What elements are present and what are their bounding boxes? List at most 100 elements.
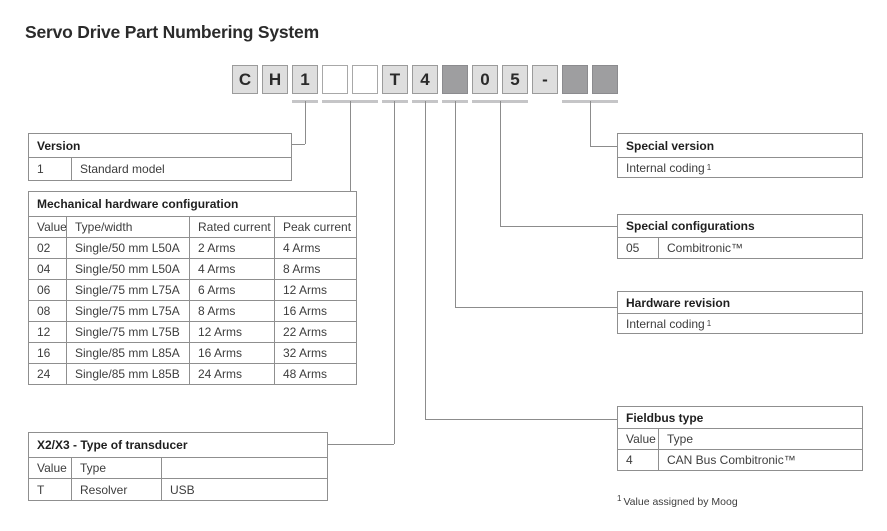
part-number-box-5	[352, 65, 378, 94]
mechanical-header-row: Value Type/width Rated current Peak curr…	[29, 216, 356, 237]
transducer-table: X2/X3 - Type of transducer Value Type T …	[28, 432, 328, 501]
cell-peak: 16 Arms	[274, 301, 356, 321]
cell-value: 04	[37, 262, 51, 276]
cell-type: Single/85 mm L85A	[66, 343, 189, 363]
cell-value: T	[37, 482, 45, 497]
version-table-title: Version	[37, 138, 81, 153]
cell-peak: 12 Arms	[274, 280, 356, 300]
cell-type: Single/85 mm L85B	[66, 364, 189, 384]
mechanical-table: Mechanical hardware configuration Value …	[28, 191, 357, 385]
cell-type: Single/75 mm L75B	[66, 322, 189, 342]
cell-peak: 22 Arms	[274, 322, 356, 342]
mechanical-row: 04 Single/50 mm L50A 4 Arms 8 Arms	[29, 258, 356, 279]
note-text: Internal coding	[626, 316, 705, 331]
part-number-box-11: -	[532, 65, 558, 94]
col-header-empty	[161, 458, 327, 478]
part-number-box-3: 1	[292, 65, 318, 94]
footnote-text: Value assigned by Moog	[623, 496, 738, 508]
footnote-ref: 1	[617, 493, 622, 503]
leader-hw-revision-v	[455, 101, 456, 307]
special-version-title: Special version	[626, 138, 715, 153]
mechanical-row: 06 Single/75 mm L75A 6 Arms 12 Arms	[29, 279, 356, 300]
col-header-value: Value	[37, 220, 66, 234]
leader-transducer-h	[328, 444, 394, 445]
cell-peak: 48 Arms	[274, 364, 356, 384]
part-number-box-9: 0	[472, 65, 498, 94]
cell-rated: 8 Arms	[189, 301, 274, 321]
cell-type: Single/75 mm L75A	[66, 301, 189, 321]
special-configs-table: Special configurations 05 Combitronic™	[617, 214, 863, 259]
cell-type: Resolver	[71, 479, 161, 500]
col-header-peak: Peak current	[274, 217, 356, 237]
cell-peak: 8 Arms	[274, 259, 356, 279]
col-header-type: Type	[658, 429, 862, 449]
mechanical-row: 08 Single/75 mm L75A 8 Arms 16 Arms	[29, 300, 356, 321]
cell-rated: 16 Arms	[189, 343, 274, 363]
leader-fieldbus-v	[425, 101, 426, 419]
col-header-type: Type/width	[66, 217, 189, 237]
hardware-revision-title: Hardware revision	[626, 295, 731, 310]
part-number-box-2: H	[262, 65, 288, 94]
version-row: 1 Standard model	[29, 157, 291, 180]
mechanical-row: 16 Single/85 mm L85A 16 Arms 32 Arms	[29, 342, 356, 363]
transducer-row: T Resolver USB	[29, 478, 327, 500]
cell-rated: 12 Arms	[189, 322, 274, 342]
cell-desc: Combitronic™	[658, 238, 862, 258]
part-number-box-8	[442, 65, 468, 94]
leader-hw-revision-h	[455, 307, 617, 308]
part-number-box-7: 4	[412, 65, 438, 94]
col-header-value: Value	[626, 432, 656, 446]
note-text: Internal coding	[626, 160, 705, 175]
part-number-box-13	[592, 65, 618, 94]
fieldbus-header-row: Value Type	[618, 428, 862, 449]
transducer-header-row: Value Type	[29, 457, 327, 478]
version-value-cell: 1	[37, 162, 44, 176]
fieldbus-table: Fieldbus type Value Type 4 CAN Bus Combi…	[617, 406, 863, 471]
part-number-box-10: 5	[502, 65, 528, 94]
cell-peak: 4 Arms	[274, 238, 356, 258]
cell-type: Single/50 mm L50A	[66, 238, 189, 258]
cell-type: Single/50 mm L50A	[66, 259, 189, 279]
leader-special-version-v	[590, 101, 591, 146]
cell-peak: 32 Arms	[274, 343, 356, 363]
part-number-box-6: T	[382, 65, 408, 94]
col-header-rated: Rated current	[189, 217, 274, 237]
cell-type: Single/75 mm L75A	[66, 280, 189, 300]
fieldbus-row: 4 CAN Bus Combitronic™	[618, 449, 862, 470]
version-table: Version 1 Standard model	[28, 133, 292, 181]
leader-version-h	[292, 144, 305, 145]
cell-rated: 2 Arms	[189, 238, 274, 258]
col-header-value: Value	[37, 461, 67, 475]
mechanical-table-title: Mechanical hardware configuration	[37, 197, 239, 211]
mechanical-row: 02 Single/50 mm L50A 2 Arms 4 Arms	[29, 237, 356, 258]
part-number-box-4	[322, 65, 348, 94]
leader-special-version-h	[590, 146, 617, 147]
page-title: Servo Drive Part Numbering System	[25, 22, 319, 42]
cell-value: 02	[37, 241, 51, 255]
special-configs-row: 05 Combitronic™	[618, 237, 862, 258]
underline-transducer	[382, 100, 408, 103]
fieldbus-table-title: Fieldbus type	[626, 410, 704, 425]
leader-transducer-v	[394, 101, 395, 444]
cell-usb: USB	[161, 479, 327, 500]
version-desc-cell: Standard model	[71, 158, 291, 180]
cell-rated: 6 Arms	[189, 280, 274, 300]
mechanical-row: 24 Single/85 mm L85B 24 Arms 48 Arms	[29, 363, 356, 384]
cell-value: 24	[37, 367, 51, 381]
cell-type: CAN Bus Combitronic™	[658, 450, 862, 470]
cell-value: 05	[626, 241, 640, 255]
cell-value: 06	[37, 283, 51, 297]
leader-special-config-v	[500, 101, 501, 226]
part-number-box-1: C	[232, 65, 258, 94]
cell-value: 4	[626, 453, 633, 467]
cell-value: 16	[37, 346, 51, 360]
leader-version-v	[305, 101, 306, 144]
mechanical-row: 12 Single/75 mm L75B 12 Arms 22 Arms	[29, 321, 356, 342]
leader-special-config-h	[500, 226, 617, 227]
cell-value: 12	[37, 325, 51, 339]
